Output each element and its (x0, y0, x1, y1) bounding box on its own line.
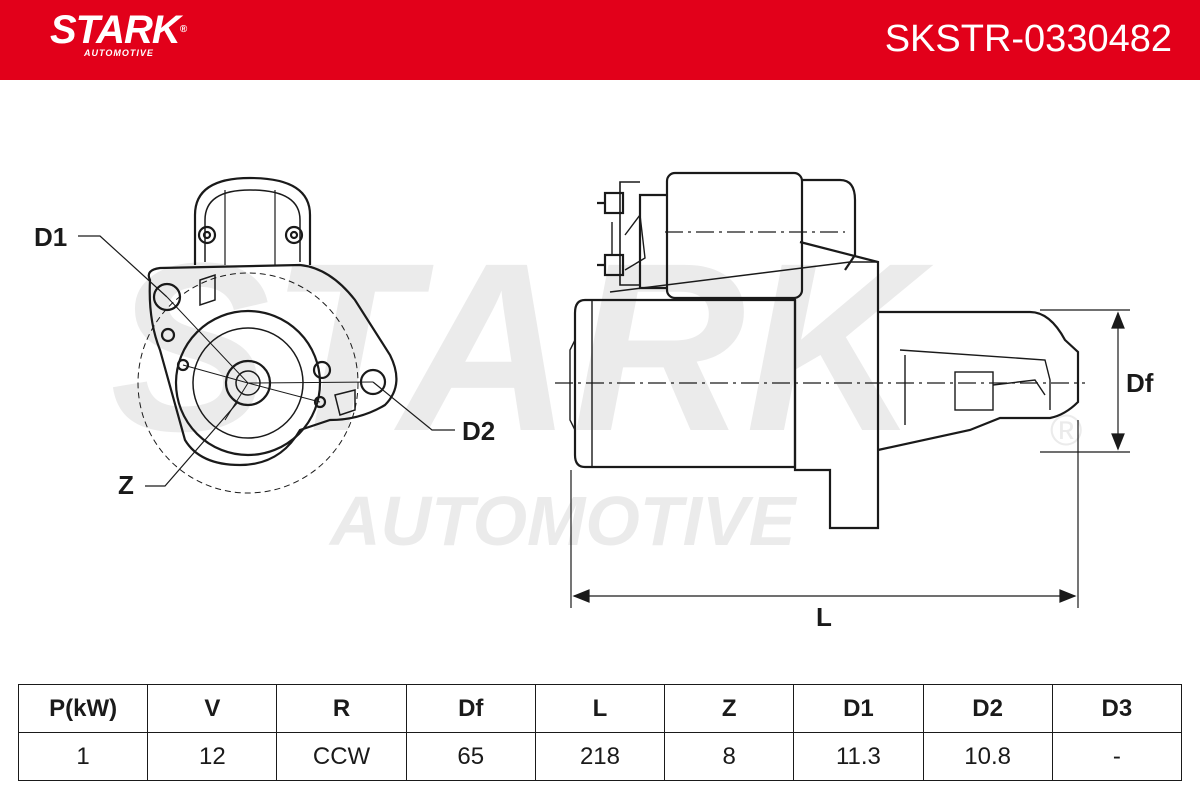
value-voltage: 12 (147, 732, 278, 781)
header-df: Df (405, 684, 536, 733)
brand-subtitle: AUTOMOTIVE (84, 48, 154, 58)
value-d3: - (1051, 732, 1183, 781)
value-rotation: CCW (276, 732, 407, 781)
leader-lines (78, 235, 455, 487)
header-d2: D2 (922, 684, 1053, 733)
label-d1: D1 (34, 222, 67, 252)
header-d3: D3 (1051, 684, 1183, 733)
specs-value-row: 1 12 CCW 65 218 8 11.3 10.8 - (17, 732, 1183, 781)
value-d1: 11.3 (793, 732, 924, 781)
value-teeth: 8 (664, 732, 795, 781)
header-bar: STARK® AUTOMOTIVE SKSTR-0330482 (0, 0, 1200, 80)
brand-name: STARK (50, 8, 181, 52)
watermark-subtitle: AUTOMOTIVE (328, 482, 798, 560)
registered-mark: ® (179, 24, 187, 35)
value-df: 65 (405, 732, 536, 781)
front-view (137, 176, 398, 494)
label-z: Z (118, 470, 134, 500)
technical-drawing: STARK AUTOMOTIVE ® (34, 171, 1154, 632)
brand-logo: STARK® AUTOMOTIVE (50, 8, 187, 58)
header-rotation: R (276, 684, 407, 733)
watermark-registered: ® (1050, 406, 1082, 455)
specs-table: P(kW) V R Df L Z D1 D2 D3 1 12 CCW 65 21… (17, 684, 1183, 781)
label-d2: D2 (462, 416, 495, 446)
header-voltage: V (147, 684, 278, 733)
value-d2: 10.8 (922, 732, 1053, 781)
value-power: 1 (17, 732, 149, 781)
header-teeth: Z (664, 684, 795, 733)
header-d1: D1 (793, 684, 924, 733)
part-number: SKSTR-0330482 (884, 18, 1172, 60)
label-df: Df (1126, 368, 1154, 398)
specs-header-row: P(kW) V R Df L Z D1 D2 D3 (17, 684, 1183, 733)
header-power: P(kW) (17, 684, 149, 733)
label-l: L (816, 602, 832, 632)
watermark-brand: STARK (110, 213, 934, 481)
dimension-lines (555, 231, 1130, 608)
header-length: L (534, 684, 666, 733)
value-length: 218 (534, 732, 666, 781)
